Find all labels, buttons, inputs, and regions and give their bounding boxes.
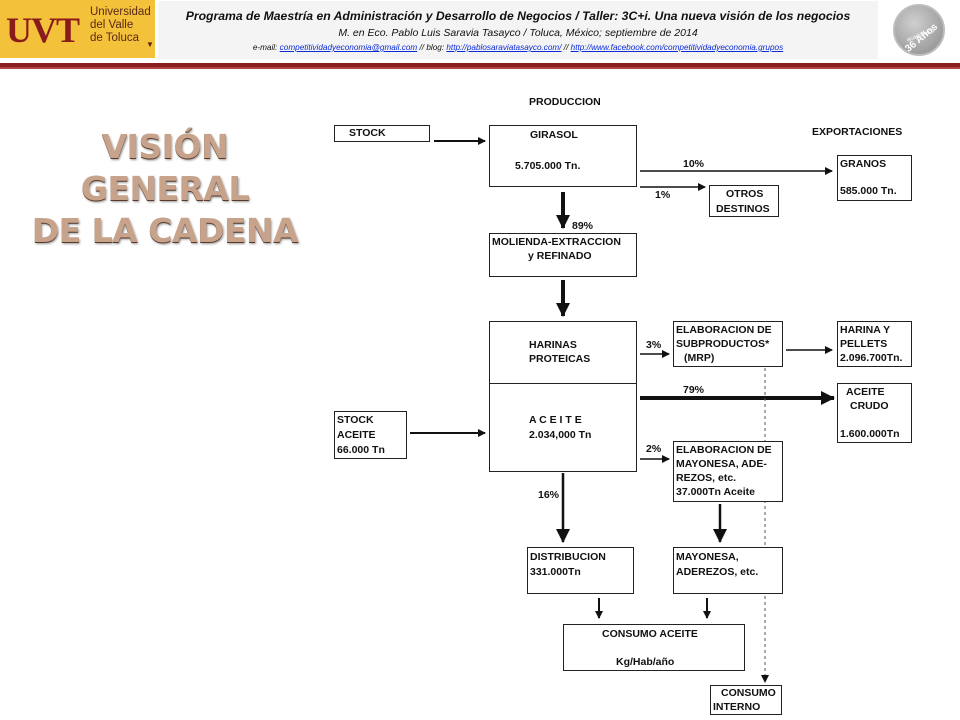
- molienda-line-1: MOLIENDA-EXTRACCION: [492, 236, 621, 248]
- contact-separator-facebook: //: [561, 43, 571, 52]
- harina-pellets-line-1: HARINA Y: [840, 324, 891, 336]
- harinas-aceite-box: HARINAS PROTEICAS A C E I T E 2.034,000 …: [489, 321, 637, 472]
- molienda-line-2: y REFINADO: [528, 250, 592, 262]
- granos-name: GRANOS: [840, 158, 887, 170]
- consumo-aceite-box: CONSUMO ACEITE Kg/Hab/año: [563, 624, 745, 671]
- harinas-line-1: HARINAS: [529, 339, 577, 351]
- blog-link[interactable]: http://pablosaraviatasayco.com/: [446, 43, 562, 52]
- author-line: M. en Eco. Pablo Luis Saravia Tasayco / …: [338, 27, 698, 39]
- elab-may-line-2: MAYONESA, ADE-: [676, 458, 767, 470]
- subproductos-box: ELABORACION DE SUBPRODUCTOS* (MRP): [673, 321, 783, 367]
- elab-may-line-1: ELABORACION DE: [676, 444, 772, 456]
- harinas-line-2: PROTEICAS: [529, 353, 591, 365]
- distribucion-box: DISTRIBUCION 331.000Tn: [527, 547, 634, 594]
- logo-mark: UVT: [6, 10, 80, 50]
- girasol-value: 5.705.000 Tn.: [515, 160, 581, 172]
- contact-separator-blog: // blog:: [417, 43, 447, 52]
- contact-prefix: e-mail:: [252, 43, 280, 52]
- diagram-connectors: [410, 137, 835, 683]
- elaboracion-mayonesa-box: ELABORACION DE MAYONESA, ADE- REZOS, etc…: [673, 441, 783, 502]
- mayonesa-line-2: ADEREZOS, etc.: [676, 566, 759, 578]
- aceite-crudo-line-3: 1.600.000Tn: [840, 428, 900, 440]
- granos-value: 585.000 Tn.: [840, 185, 897, 197]
- stock-aceite-box: STOCK ACEITE 66.000 Tn: [334, 411, 407, 459]
- distribucion-line-2: 331.000Tn: [530, 566, 581, 578]
- pct-aceite-crudo: 79%: [683, 384, 705, 396]
- otros-line-2: DESTINOS: [716, 203, 770, 215]
- subproductos-line-1: ELABORACION DE: [676, 324, 772, 336]
- mayonesa-line-1: MAYONESA,: [676, 551, 739, 563]
- uvt-logo[interactable]: UVT Universidad del Valle de Toluca ▼: [0, 0, 155, 58]
- logo-line-1: Universidad: [90, 6, 151, 18]
- harina-pellets-box: HARINA Y PELLETS 2.096.700Tn.: [837, 321, 912, 367]
- elab-may-line-3: REZOS, etc.: [676, 472, 737, 484]
- subproductos-line-3: (MRP): [684, 352, 715, 364]
- granos-box: GRANOS 585.000 Tn.: [837, 155, 912, 201]
- molienda-box: MOLIENDA-EXTRACCION y REFINADO: [489, 233, 637, 277]
- stock-aceite-line-1: STOCK: [337, 414, 374, 426]
- pct-otros: 1%: [655, 189, 671, 201]
- header: UVT Universidad del Valle de Toluca ▼ Pr…: [0, 0, 960, 62]
- girasol-name: GIRASOL: [530, 129, 578, 141]
- slide-title: VISIÓN GENERAL DE LA CADENA: [20, 126, 310, 252]
- header-divider: [0, 63, 960, 69]
- otros-line-1: OTROS: [726, 188, 764, 200]
- pct-mayonesa: 2%: [646, 443, 662, 455]
- harina-pellets-line-2: PELLETS: [840, 338, 888, 350]
- stock-aceite-line-3: 66.000 Tn: [337, 444, 385, 456]
- facebook-link[interactable]: http://www.facebook.com/competitividadye…: [570, 43, 784, 52]
- email-link[interactable]: competitividadyeconomia@gmail.com: [279, 43, 418, 52]
- slide-title-line-2: DE LA CADENA: [31, 211, 299, 250]
- consumo-line-2: Kg/Hab/año: [616, 656, 675, 668]
- distribucion-line-1: DISTRIBUCION: [530, 551, 606, 563]
- produccion-label: PRODUCCION: [529, 96, 601, 108]
- aceite-name: A C E I T E: [529, 414, 582, 426]
- aceite-value: 2.034,000 Tn: [529, 429, 592, 441]
- exportaciones-label: EXPORTACIONES: [812, 126, 903, 138]
- stock-aceite-line-2: ACEITE: [337, 429, 376, 441]
- logo-line-2: del Valle: [90, 19, 134, 31]
- consumo-interno-line-1: CONSUMO: [721, 687, 776, 699]
- otros-destinos-box: OTROS DESTINOS: [709, 185, 779, 217]
- harinas-aceite-divider: [490, 383, 636, 384]
- chevron-down-icon: ▼: [146, 40, 154, 49]
- girasol-box: GIRASOL 5.705.000 Tn.: [489, 125, 637, 187]
- stock-label: STOCK: [349, 127, 386, 139]
- program-title: Programa de Maestría en Administración y…: [185, 9, 851, 23]
- aceite-crudo-box: ACEITE CRUDO 1.600.000Tn: [837, 383, 912, 443]
- aceite-crudo-line-1: ACEITE: [846, 386, 885, 398]
- contact-line: e-mail: competitividadyeconomia@gmail.co…: [158, 43, 878, 52]
- consumo-interno-box: CONSUMO INTERNO: [710, 685, 782, 715]
- logo-university-name: Universidad del Valle de Toluca: [90, 6, 151, 45]
- pct-molienda: 89%: [572, 220, 594, 232]
- pct-granos: 10%: [683, 158, 705, 170]
- slide-title-line-1: VISIÓN GENERAL: [80, 127, 250, 208]
- value-chain-diagram: PRODUCCION EXPORTACIONES STOCK GIRASOL 5…: [320, 88, 940, 718]
- logo-line-3: de Toluca: [90, 32, 140, 44]
- header-text-panel: Programa de Maestría en Administración y…: [158, 1, 878, 59]
- subproductos-line-2: SUBPRODUCTOS*: [676, 338, 770, 350]
- pct-distribucion: 16%: [538, 489, 560, 501]
- aceite-crudo-line-2: CRUDO: [850, 400, 889, 412]
- consumo-interno-line-2: INTERNO: [713, 701, 761, 713]
- consumo-line-1: CONSUMO ACEITE: [602, 628, 698, 640]
- harina-pellets-line-3: 2.096.700Tn.: [840, 352, 903, 364]
- elab-may-line-4: 37.000Tn Aceite: [676, 486, 755, 498]
- mayonesa-box: MAYONESA, ADEREZOS, etc.: [673, 547, 783, 594]
- stock-box: STOCK: [334, 125, 430, 142]
- pct-subproductos: 3%: [646, 339, 662, 351]
